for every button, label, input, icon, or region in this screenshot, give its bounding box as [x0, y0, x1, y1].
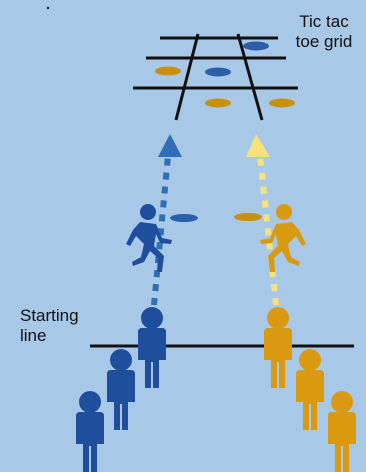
blue-person-icon [76, 391, 104, 472]
blue-disc-icon [170, 214, 198, 222]
grid-label: Tic tac toe grid [284, 12, 364, 52]
orange-person-icon [264, 307, 292, 388]
starting-line-label: Starting line [20, 306, 100, 346]
start-label-line2: line [20, 326, 47, 345]
blue-person-icon [138, 307, 166, 388]
orange-player-running-icon [260, 204, 306, 272]
grid-line [236, 33, 264, 121]
orange-grid-disc [269, 98, 295, 108]
blue-grid-disc [205, 67, 231, 77]
yellow-arrow-icon [246, 134, 279, 306]
orange-disc-icon [234, 213, 262, 221]
grid-label-line1: Tic tac [299, 12, 349, 31]
tic-tac-toe-grid [133, 33, 298, 121]
orange-person-icon [296, 349, 324, 430]
stray-dot [46, 6, 50, 10]
grid-discs [155, 41, 295, 108]
start-label-line1: Starting [20, 306, 79, 325]
grid-line [174, 33, 200, 121]
blue-person-icon [107, 349, 135, 430]
orange-grid-disc [205, 98, 231, 108]
blue-player-running-icon [126, 204, 172, 272]
orange-person-icon [328, 391, 356, 472]
grid-label-line2: toe grid [295, 32, 353, 51]
blue-arrow-icon [151, 134, 182, 306]
orange-grid-disc [155, 66, 181, 76]
blue-grid-disc [243, 41, 269, 51]
